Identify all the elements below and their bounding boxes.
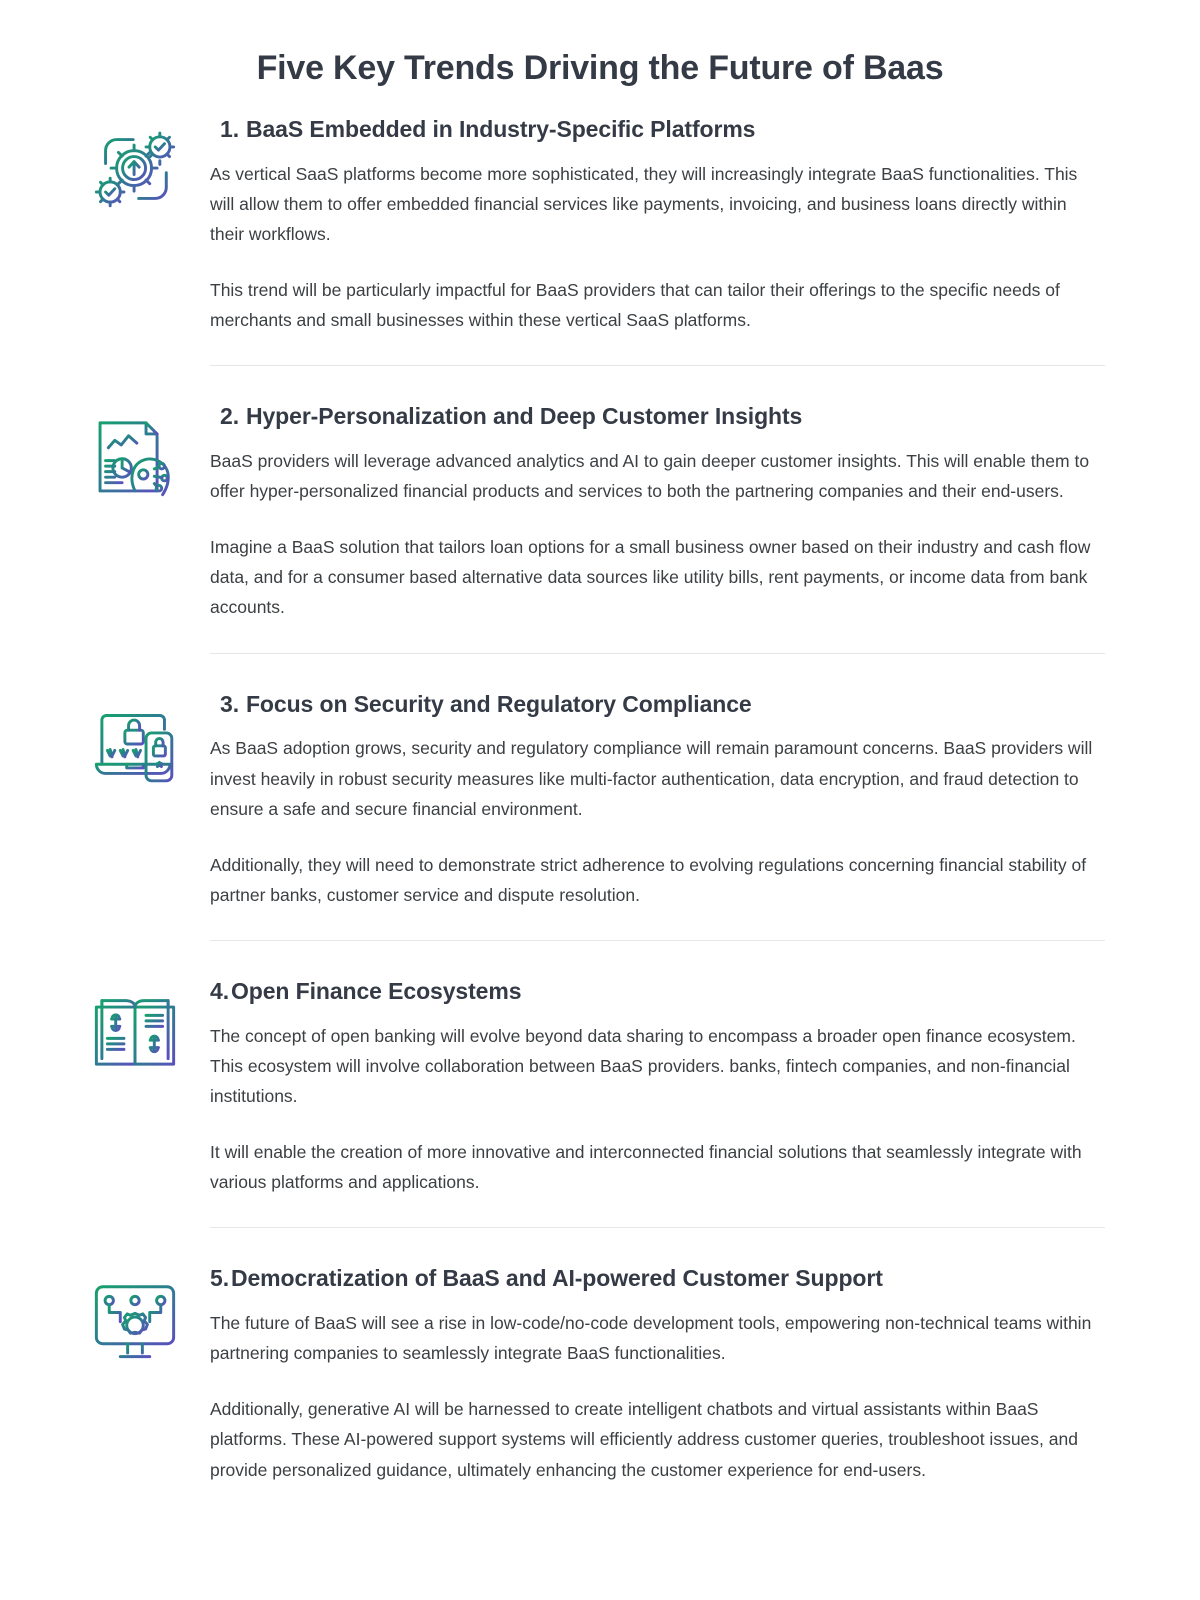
section-heading-text: Democratization of BaaS and AI-powered C…	[230, 1265, 883, 1292]
section-icon-column	[60, 690, 210, 790]
section-heading: 4.Open Finance Ecosystems	[210, 977, 1105, 1007]
section-paragraph: BaaS providers will leverage advanced an…	[210, 451, 1090, 502]
open-book-dollar-icon	[89, 985, 181, 1077]
section-icon-column	[60, 977, 210, 1077]
section-divider	[210, 1227, 1105, 1229]
section-heading-text: Open Finance Ecosystems	[230, 977, 522, 1004]
section-paragraph: This trend will be particularly impactfu…	[210, 279, 1060, 331]
monitor-gear-network-icon	[89, 1272, 181, 1364]
laptop-phone-password-lock-icon	[89, 698, 181, 790]
section-paragraph: The concept of open banking will evolve …	[210, 1025, 1076, 1106]
section-heading: 3.Focus on Security and Regulatory Compl…	[210, 690, 1105, 720]
section-item: 2.Hyper-Personalization and Deep Custome…	[60, 402, 1105, 689]
section-icon-column	[60, 1264, 210, 1364]
section-heading-text: Hyper-Personalization and Deep Customer …	[245, 403, 803, 430]
section-item: 5.Democratization of BaaS and AI-powered…	[60, 1264, 1105, 1500]
section-paragraph: It will enable the creation of more inno…	[210, 1142, 1082, 1193]
section-content: 1.BaaS Embedded in Industry-Specific Pla…	[210, 115, 1105, 396]
section-paragraph: The future of BaaS will see a rise in lo…	[210, 1313, 1092, 1364]
section-number: 2.	[220, 403, 239, 430]
page-title: Five Key Trends Driving the Future of Ba…	[256, 49, 944, 87]
section-heading: 5.Democratization of BaaS and AI-powered…	[210, 1264, 1105, 1294]
section-number: 5.	[210, 1265, 229, 1292]
section-content: 2.Hyper-Personalization and Deep Custome…	[210, 402, 1105, 683]
section-heading: 2.Hyper-Personalization and Deep Custome…	[210, 402, 1105, 432]
section-divider	[210, 939, 1105, 941]
section-icon-column	[60, 402, 210, 502]
sections-list: 1.BaaS Embedded in Industry-Specific Pla…	[0, 115, 1200, 1501]
section-divider	[210, 652, 1105, 654]
section-icon-column	[60, 115, 210, 215]
section-divider	[210, 365, 1105, 367]
section-heading-text: Focus on Security and Regulatory Complia…	[245, 690, 752, 717]
section-paragraph: Additionally, generative AI will be harn…	[210, 1399, 1078, 1480]
section-content: 4.Open Finance Ecosystems The concept of…	[210, 977, 1105, 1258]
section-number: 3.	[220, 690, 239, 717]
section-item: 3.Focus on Security and Regulatory Compl…	[60, 690, 1105, 977]
section-item: 4.Open Finance Ecosystems The concept of…	[60, 977, 1105, 1264]
section-number: 1.	[220, 115, 239, 142]
section-paragraph: As vertical SaaS platforms become more s…	[210, 163, 1078, 244]
section-paragraph: Additionally, they will need to demonstr…	[210, 854, 1087, 905]
section-heading-text: BaaS Embedded in Industry-Specific Platf…	[245, 115, 756, 142]
section-content: 5.Democratization of BaaS and AI-powered…	[210, 1264, 1105, 1494]
section-number: 4.	[210, 977, 229, 1004]
section-heading: 1.BaaS Embedded in Industry-Specific Pla…	[210, 115, 1105, 145]
gears-upload-check-icon	[89, 123, 181, 215]
section-content: 3.Focus on Security and Regulatory Compl…	[210, 690, 1105, 971]
analytics-report-ai-head-icon	[89, 410, 181, 502]
section-paragraph: Imagine a BaaS solution that tailors loa…	[210, 537, 1091, 618]
section-paragraph: As BaaS adoption grows, security and reg…	[210, 738, 1093, 819]
section-item: 1.BaaS Embedded in Industry-Specific Pla…	[60, 115, 1105, 402]
